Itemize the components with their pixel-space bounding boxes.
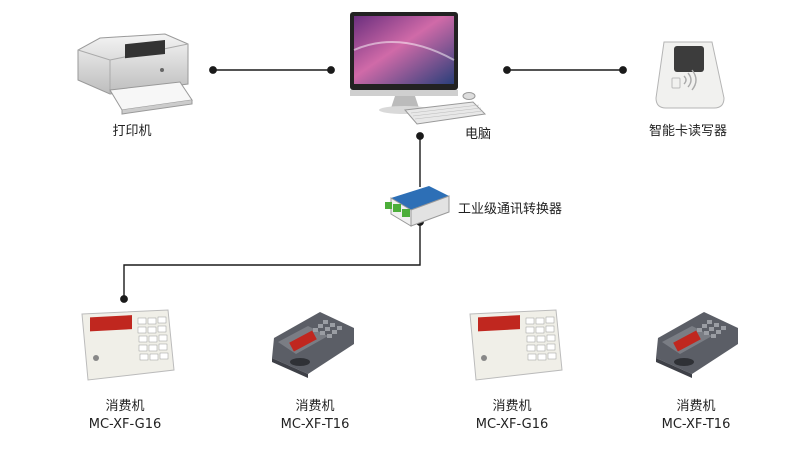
- terminal-2-name: 消费机: [295, 399, 335, 414]
- terminal-4-node: [652, 308, 742, 382]
- terminal-3-model: MC-XF-G16: [475, 417, 549, 432]
- computer-node: [345, 10, 490, 134]
- terminal-2-node: [268, 308, 358, 382]
- pos-terminal-tilted-icon: [272, 312, 354, 378]
- converter-node: [383, 184, 453, 233]
- terminal-3-node: [466, 306, 566, 388]
- printer-node: [70, 30, 195, 119]
- terminal-2-model: MC-XF-T16: [280, 417, 350, 432]
- converter-icon: [385, 186, 450, 227]
- pos-terminal-flat-icon: [81, 309, 175, 381]
- computer-label: 电脑: [464, 127, 491, 142]
- terminal-2-caption: 消费机 MC-XF-T16: [255, 398, 375, 434]
- converter-label: 工业级通讯转换器: [458, 202, 563, 217]
- printer-icon: [77, 33, 193, 115]
- pos-terminal-flat-icon: [469, 309, 563, 381]
- card-reader-node: [650, 38, 730, 117]
- computer-icon: [350, 12, 487, 125]
- terminal-3-caption: 消费机 MC-XF-G16: [452, 398, 572, 434]
- pos-terminal-tilted-icon: [656, 312, 738, 378]
- terminal-1-node: [78, 306, 178, 388]
- terminal-3-name: 消费机: [492, 399, 532, 414]
- terminal-1-model: MC-XF-G16: [88, 417, 162, 432]
- card-reader-label: 智能卡读写器: [648, 124, 727, 139]
- terminal-4-name: 消费机: [676, 399, 716, 414]
- converter-terminal-bus: [123, 220, 421, 299]
- terminal-4-model: MC-XF-T16: [661, 417, 731, 432]
- terminal-4-caption: 消费机 MC-XF-T16: [636, 398, 756, 434]
- terminal-1-name: 消费机: [105, 399, 145, 414]
- printer-label: 打印机: [112, 124, 152, 139]
- card-reader-icon: [655, 41, 725, 109]
- terminal-1-caption: 消费机 MC-XF-G16: [65, 398, 185, 434]
